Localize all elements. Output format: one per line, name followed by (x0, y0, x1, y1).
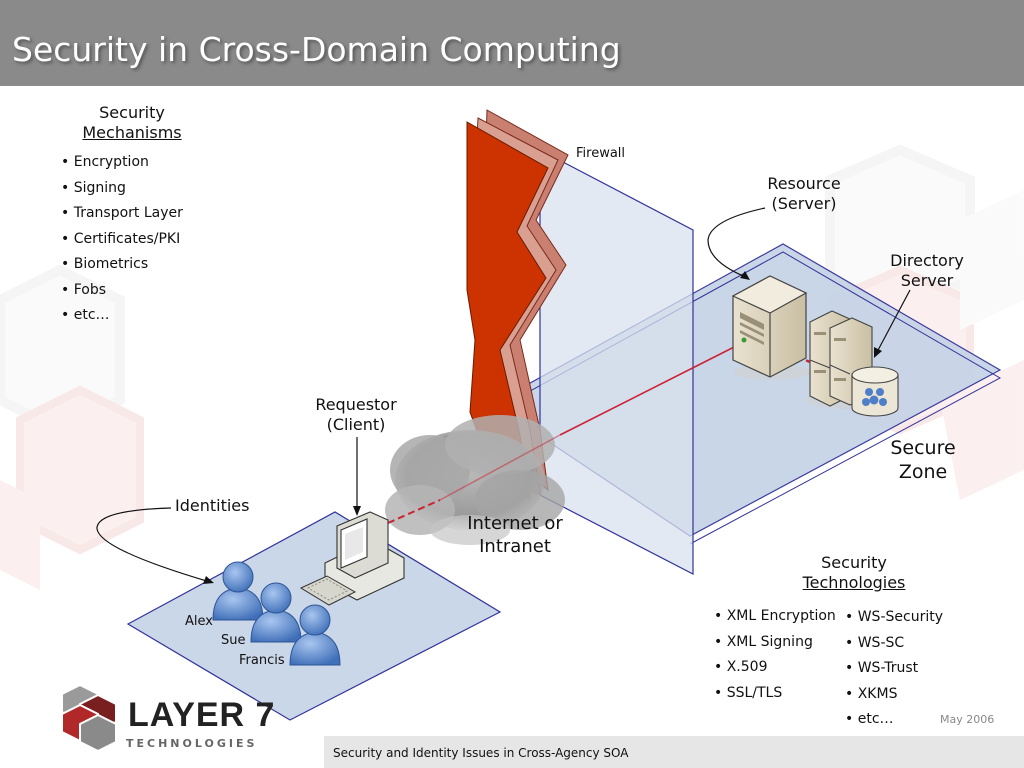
identity-people-icons (212, 561, 341, 666)
resource-server-icon (731, 275, 810, 380)
person-name-francis: Francis (239, 653, 285, 668)
technologies-list-col2: WS-Security WS-SC WS-Trust XKMS etc… (845, 608, 943, 736)
secure-zone-line1: Secure (890, 437, 956, 459)
logo-subtitle: TECHNOLOGIES (126, 737, 258, 750)
list-item: SSL/TLS (714, 684, 836, 710)
directory-server-label: Directory Server (873, 251, 981, 291)
directory-label-line2: Server (900, 271, 954, 290)
list-item: Certificates/PKI (61, 230, 183, 256)
requestor-label-line2: (Client) (326, 415, 386, 434)
list-item: X.509 (714, 658, 836, 684)
requestor-label-line1: Requestor (315, 395, 397, 414)
secure-zone-line2: Zone (898, 461, 948, 483)
logo-wordmark: LAYER 7 (128, 696, 276, 734)
firewall-wall (466, 109, 569, 499)
internet-label-line1: Internet or (467, 513, 563, 534)
list-item: etc… (61, 306, 183, 332)
technologies-heading: Security Technologies (790, 553, 918, 593)
list-item: etc… (845, 710, 943, 736)
firewall-label: Firewall (576, 146, 626, 161)
internet-label-line2: Intranet (479, 536, 551, 557)
footer-text: Security and Identity Issues in Cross-Ag… (333, 746, 629, 760)
resource-label-line1: Resource (767, 174, 841, 193)
callout-arrows (96, 207, 911, 584)
list-item: WS-SC (845, 634, 943, 660)
list-item: Signing (61, 179, 183, 205)
requestor-label: Requestor (Client) (300, 395, 412, 435)
mechanisms-list: Encryption Signing Transport Layer Certi… (61, 153, 183, 332)
person-alex-icon (212, 561, 264, 621)
technologies-heading-line1: Security (821, 553, 887, 572)
list-item: Biometrics (61, 255, 183, 281)
list-item: Encryption (61, 153, 183, 179)
technologies-list-col1: XML Encryption XML Signing X.509 SSL/TLS (714, 607, 836, 709)
person-francis-icon (289, 604, 341, 666)
list-item: WS-Security (845, 608, 943, 634)
identities-label: Identities (175, 496, 250, 515)
person-sue-icon (250, 582, 302, 643)
directory-server-icon (805, 310, 899, 417)
layer7-logo-mark (61, 683, 117, 753)
client-computer-icon (299, 511, 405, 606)
internet-cloud-icon (385, 415, 565, 545)
list-item: Transport Layer (61, 204, 183, 230)
person-name-alex: Alex (185, 614, 213, 629)
list-item: XML Signing (714, 633, 836, 659)
internet-label: Internet or Intranet (450, 512, 580, 558)
directory-label-line1: Directory (890, 251, 964, 270)
secure-zone-label: Secure Zone (868, 436, 978, 484)
person-name-sue: Sue (221, 633, 246, 648)
title-bar (0, 0, 1024, 86)
mechanisms-heading-line2: Mechanisms (82, 123, 182, 142)
resource-label-line2: (Server) (771, 194, 837, 213)
technologies-heading-line2: Technologies (802, 573, 906, 592)
mechanisms-heading: Security Mechanisms (72, 103, 192, 143)
footer-bar (324, 736, 1024, 768)
list-item: XML Encryption (714, 607, 836, 633)
slide-title: Security in Cross-Domain Computing (12, 30, 621, 69)
mechanisms-heading-line1: Security (99, 103, 165, 122)
list-item: Fobs (61, 281, 183, 307)
list-item: XKMS (845, 685, 943, 711)
resource-server-label: Resource (Server) (750, 174, 858, 214)
firewall-glass-pane (539, 149, 694, 575)
list-item: WS-Trust (845, 659, 943, 685)
slide-date: May 2006 (940, 713, 995, 726)
